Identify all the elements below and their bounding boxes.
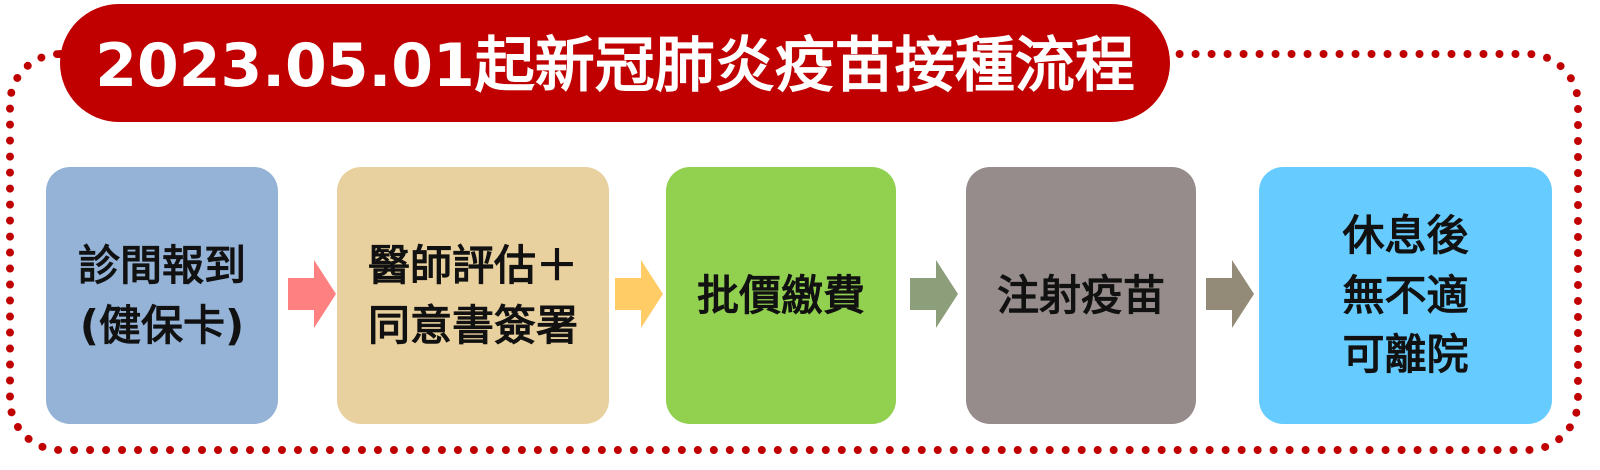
step-label: 診間報到 (健保卡) bbox=[77, 240, 246, 350]
flow-arrow-icon bbox=[910, 260, 958, 328]
flow-arrow-icon bbox=[615, 260, 663, 328]
step-vaccination: 注射疫苗 bbox=[966, 167, 1196, 424]
step-label: 休息後 無不適 可離院 bbox=[1342, 211, 1469, 380]
page-title: 2023.05.01起新冠肺炎疫苗接種流程 bbox=[95, 30, 1135, 101]
flow-arrow-icon bbox=[1206, 260, 1254, 328]
step-doctor-assessment: 醫師評估＋ 同意書簽署 bbox=[337, 167, 609, 424]
step-label: 醫師評估＋ 同意書簽署 bbox=[367, 240, 578, 350]
step-label: 注射疫苗 bbox=[996, 270, 1165, 320]
step-check-in: 診間報到 (健保卡) bbox=[46, 167, 278, 424]
step-rest-and-leave: 休息後 無不適 可離院 bbox=[1259, 167, 1552, 424]
step-payment: 批價繳費 bbox=[666, 167, 896, 424]
step-label: 批價繳費 bbox=[696, 270, 865, 320]
flow-arrow-icon bbox=[288, 260, 336, 328]
title-banner: 2023.05.01起新冠肺炎疫苗接種流程 bbox=[60, 4, 1170, 122]
